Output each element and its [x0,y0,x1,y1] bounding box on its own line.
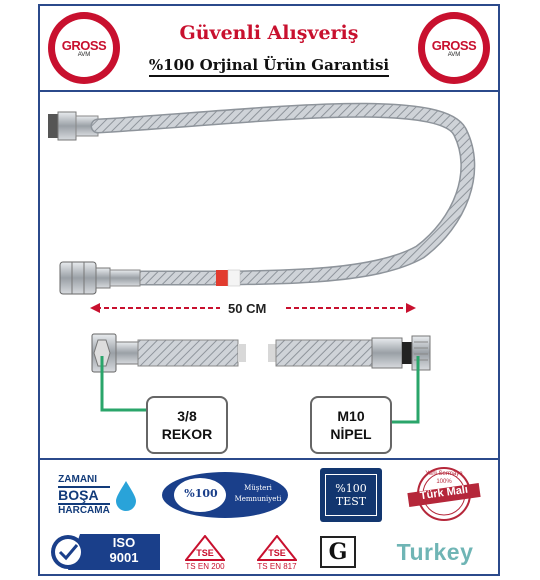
tse2-label: TSE [268,548,286,558]
zaman-line3: HARCAMA [58,504,110,516]
red-band [216,270,228,286]
tse2-code: TS EN 817 [257,562,297,571]
turk-mali-top: Yerli Sermaye [425,471,463,477]
turk-mali-stamp: Yerli Sermaye 100% Türk Malı [400,464,488,524]
zamani-bosa-harcama-badge: ZAMANI BOŞA HARCAMA [50,470,146,520]
iso-label: ISO [112,535,136,550]
musteri-line2: Memnuniyeti [234,495,282,503]
callout-nipel-type: NİPEL [330,426,372,442]
tse1-label: TSE [196,548,214,558]
header: GROSS AVM Güvenli Alışveriş %100 Orjinal… [40,6,498,90]
test-percent: %100 [335,482,367,495]
callout-rekor-size: 3/8 [177,408,197,424]
header-title: Güvenli Alışveriş [179,22,359,44]
turkey-label: Turkey [396,538,474,565]
turk-mali-pct: 100% [436,479,452,485]
tse-en817-badge: TSE TS EN 817 [246,534,308,572]
rekor-detail [91,333,246,373]
checkmark-icon [58,544,79,561]
tse-en200-badge: TSE TS EN 200 [174,534,236,572]
water-drop-icon [115,481,136,511]
header-subtitle-text: %100 Orjinal Ürün Garantisi [148,56,390,77]
white-band [227,269,241,287]
header-subtitle: %100 Orjinal Ürün Garantisi [40,56,498,77]
callout-rekor-type: REKOR [161,426,213,442]
callout-lines [100,356,420,424]
iso-9001-badge: ISO 9001 [50,534,160,570]
product-illustration: 50 CM 3/8 REKOR M10 NİPEL [40,92,498,458]
tse-logo-icon: TSE [257,535,297,561]
turkey-badge: Turkey [378,536,492,568]
musteri-line1: Müşteri [244,484,272,492]
callout-nipel: M10 NİPEL [310,396,392,454]
g-certificate-badge: G [320,536,356,568]
tse-logo-icon: TSE [185,535,225,561]
logo-brand: GROSS [61,38,107,53]
length-label: 50 CM [228,301,267,316]
badge-strip: ZAMANI BOŞA HARCAMA %100 Müşteri Memnuni… [40,460,498,574]
length-dimension [90,303,416,313]
logo-sub: AVM [77,52,91,58]
test-label: TEST [335,495,367,508]
callout-rekor: 3/8 REKOR [146,396,228,454]
iso-number: 9001 [109,550,139,565]
zaman-line1: ZAMANI [58,473,98,485]
nipel-detail [268,335,431,371]
tse1-code: TS EN 200 [185,562,225,571]
logo-sub: AVM [447,52,461,58]
musteri-percent: %100 [184,487,218,500]
logo-brand: GROSS [431,38,477,53]
product-card: GROSS AVM Güvenli Alışveriş %100 Orjinal… [38,4,500,576]
test-badge: %100 TEST [320,468,382,522]
gross-logo-left: GROSS AVM [48,12,120,84]
header-divider [40,90,498,92]
badges-divider [40,458,498,460]
gross-logo-right: GROSS AVM [418,12,490,84]
musteri-memnuniyeti-badge: %100 Müşteri Memnuniyeti [160,470,290,520]
hose-drawing [48,102,476,424]
zaman-line2: BOŞA [58,485,110,505]
rekor-nut-fitting [59,261,141,295]
g-mark: G [328,539,348,565]
callout-nipel-size: M10 [337,408,365,424]
